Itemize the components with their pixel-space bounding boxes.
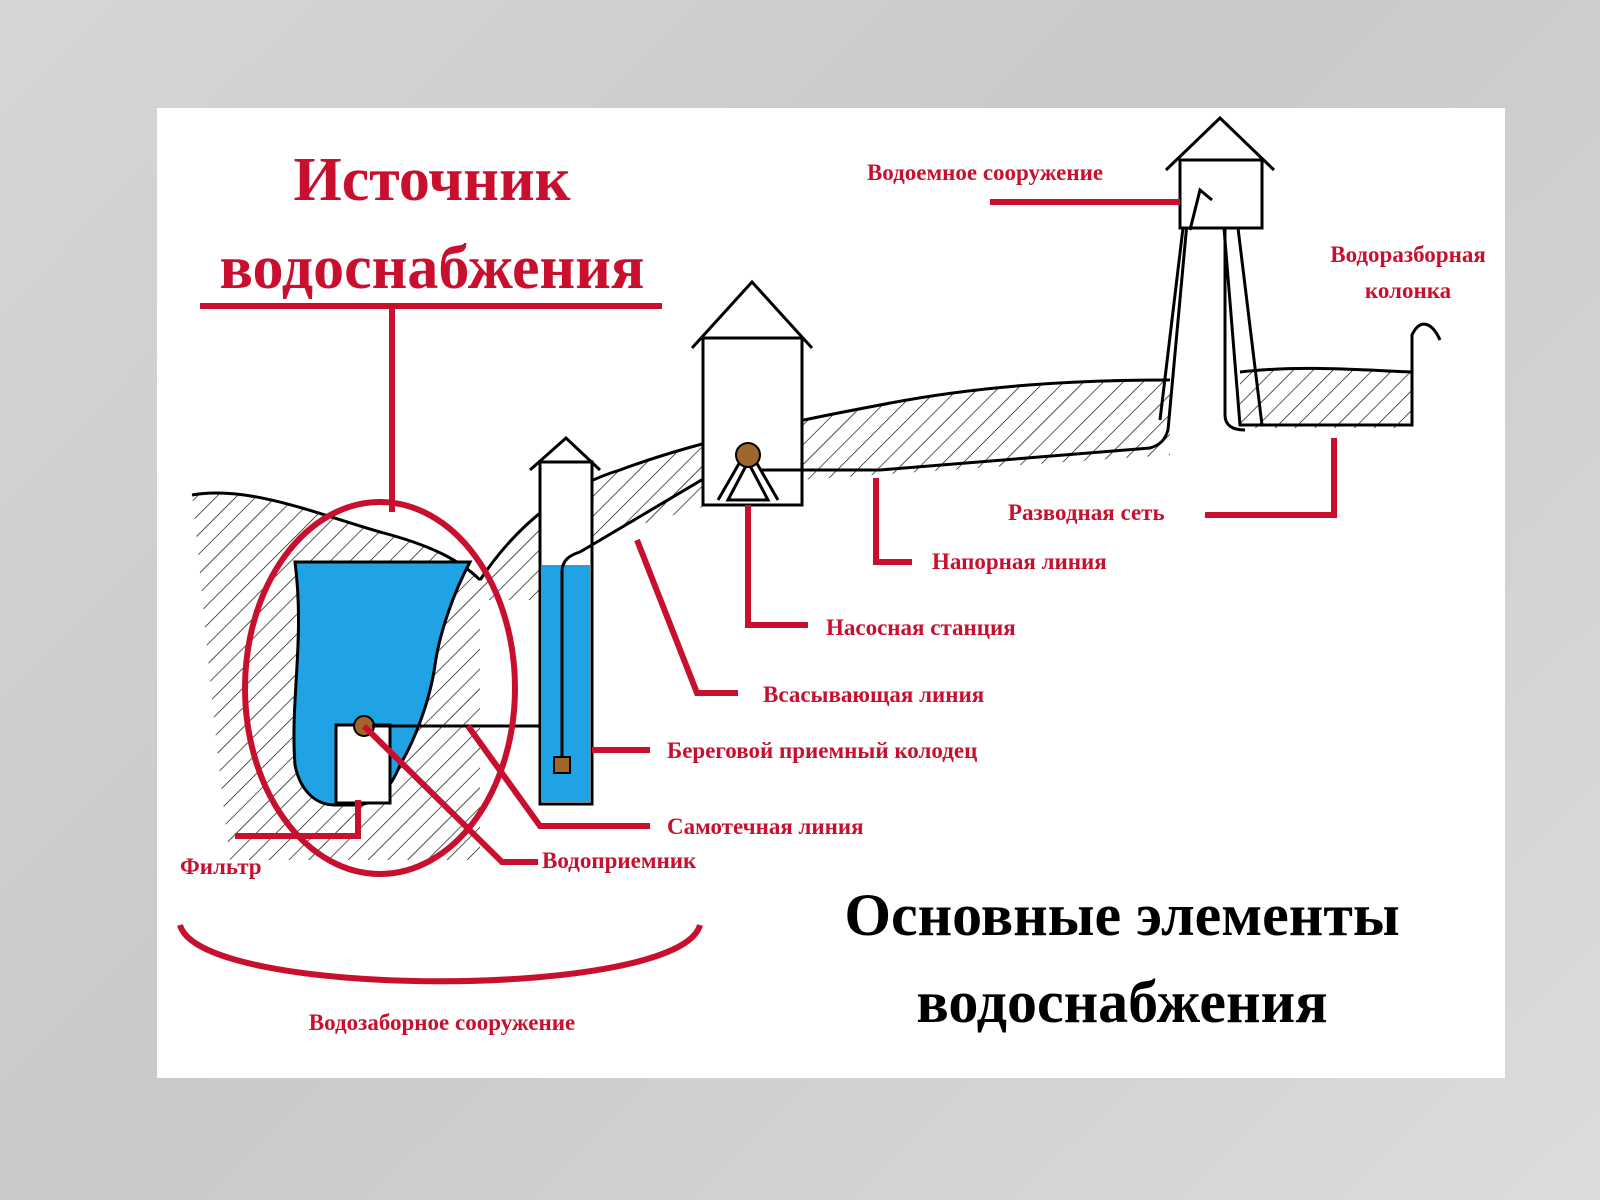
pressure-line-leader bbox=[873, 478, 912, 565]
water-tower-roof bbox=[1164, 115, 1276, 172]
pumping-station-building bbox=[701, 336, 804, 507]
pump-valve bbox=[735, 442, 761, 468]
filter-leader bbox=[235, 800, 361, 839]
main-title-line1: Основные элементы bbox=[844, 882, 1399, 948]
pressure-line-pipe bbox=[760, 189, 1192, 472]
tower-outlet-pipe bbox=[1222, 227, 1442, 427]
shore-well-roof bbox=[529, 435, 602, 472]
suction-line-label: Всасывающая линия bbox=[763, 682, 984, 707]
suction-line-leader bbox=[634, 538, 738, 696]
pumping-station-roof bbox=[690, 279, 814, 350]
hydrant-label-line1: Водоразборная bbox=[1330, 242, 1486, 267]
right-ground bbox=[1240, 368, 1412, 428]
filter-label: Фильтр bbox=[180, 854, 262, 879]
gravity-line-leader bbox=[465, 724, 650, 829]
pumping-station-label: Насосная станция bbox=[826, 615, 1016, 640]
left-ground-surface bbox=[191, 491, 482, 582]
shore-well-label: Береговой приемный колодец bbox=[667, 738, 977, 763]
distribution-pipe bbox=[1223, 228, 1246, 432]
source-highlight-ellipse bbox=[242, 499, 518, 877]
water-intake-leader bbox=[361, 723, 538, 865]
tower-inlet-pipe bbox=[1188, 187, 1213, 231]
embankment-ground bbox=[480, 380, 1170, 600]
distribution-network-label: Разводная сеть bbox=[1008, 500, 1165, 525]
pumping-station-leader bbox=[745, 505, 808, 628]
water-intake-box bbox=[334, 723, 392, 805]
suction-pipe-inner bbox=[560, 550, 581, 757]
source-title-line1: Источник bbox=[294, 146, 571, 214]
distribution-network-leader bbox=[1205, 438, 1337, 518]
main-title-line2: водоснабжения bbox=[916, 969, 1327, 1035]
hydrant-label-line2: колонка bbox=[1365, 278, 1452, 303]
intake-structure-bracket bbox=[177, 923, 703, 985]
intake-structure-label: Водозаборное сооружение bbox=[309, 1010, 575, 1035]
water-intake-label: Водоприемник bbox=[542, 848, 697, 873]
pressure-line-label: Напорная линия bbox=[932, 549, 1107, 574]
shore-well-valve bbox=[553, 756, 571, 774]
tower-leg-right bbox=[1236, 227, 1264, 426]
tower-leg-left bbox=[1158, 227, 1185, 421]
annotation-lines bbox=[177, 199, 1337, 985]
reservoir-structure-label: Водоемное сооружение bbox=[867, 160, 1103, 185]
gravity-line-label: Самотечная линия bbox=[667, 814, 864, 839]
right-ground-surface bbox=[1239, 366, 1413, 374]
source-title-line2: водоснабжения bbox=[220, 234, 645, 302]
